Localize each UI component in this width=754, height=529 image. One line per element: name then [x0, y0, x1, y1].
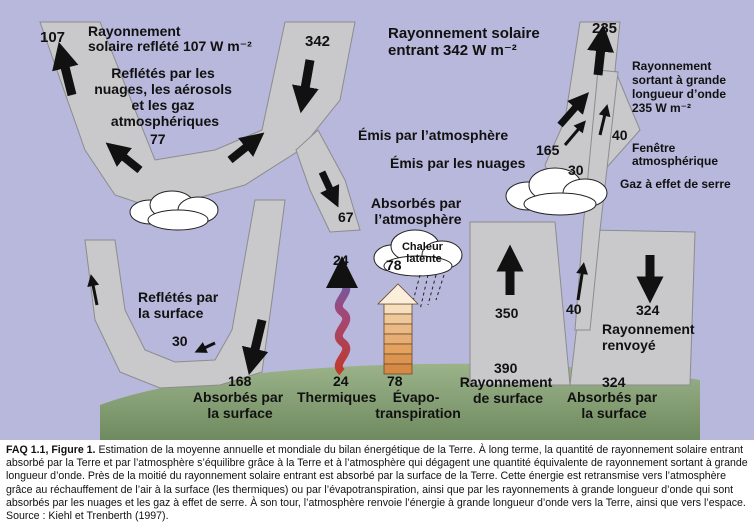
thermals-wave: [326, 256, 358, 376]
value-30-clouds: 30: [568, 162, 584, 178]
cloud-icon-latent: [373, 229, 463, 277]
value-30-surface: 30: [172, 333, 188, 349]
reflected-by-surface-label: Reflétés par la surface: [138, 289, 222, 321]
arrow-icon-emitted-atmosphere: [557, 92, 589, 128]
flow-arrows: [52, 24, 664, 376]
value-40-mid: 40: [566, 301, 582, 317]
absorbed-by-atmosphere-label: Absorbés par l’atmosphère: [371, 195, 465, 227]
value-78-bottom: 78: [387, 373, 403, 389]
arrow-icon-emitted-clouds: [563, 120, 586, 146]
thermals-label: Thermiques: [297, 389, 377, 405]
caption-label: FAQ 1.1, Figure 1.: [6, 444, 96, 456]
arrow-icon-window-mid: [576, 262, 589, 301]
back-radiation-label: Rayonnement renvoyé: [602, 321, 698, 353]
reflected-solar-label: Rayonnement solaire reflété 107 W m⁻²: [88, 23, 252, 54]
flux-values: 107 342 235 77 165 40 30 67 24 78 350 40…: [40, 20, 660, 390]
value-235: 235: [592, 20, 617, 37]
surface-radiation-label: Rayonnement de surface: [460, 374, 556, 406]
arrow-icon-absorbed-67: [318, 170, 340, 208]
value-67: 67: [338, 209, 354, 225]
back-radiation-column: [569, 229, 696, 386]
figure-caption: FAQ 1.1, Figure 1. Estimation de la moye…: [6, 444, 750, 523]
value-342: 342: [305, 33, 330, 50]
incoming-solar-label: Rayonnement solaire entrant 342 W m⁻²: [388, 25, 544, 59]
value-77: 77: [150, 131, 166, 147]
atmospheric-window-label: Fenêtre atmosphérique: [632, 141, 718, 168]
arrow-icon-surface-168: [241, 318, 269, 376]
value-107: 107: [40, 29, 65, 46]
arrow-icon-reflected-107: [52, 41, 79, 97]
value-24-top: 24: [333, 252, 349, 268]
evapotranspiration-label: Évapo- transpiration: [375, 389, 461, 421]
value-390: 390: [494, 360, 518, 376]
emitted-by-clouds-label: Émis par les nuages: [390, 155, 526, 171]
greenhouse-gases-label: Gaz à effet de serre: [620, 177, 731, 191]
arrow-icon-reflected-surface: [87, 274, 100, 306]
value-350: 350: [495, 305, 519, 321]
caption-text: Estimation de la moyenne annuelle et mon…: [6, 444, 748, 523]
arrow-icon-window-40: [598, 104, 611, 136]
value-40-top: 40: [612, 127, 628, 143]
arrow-icon-reflected-clouds-2: [227, 132, 265, 164]
energy-budget-diagram: Rayonnement solaire reflété 107 W m⁻² Re…: [0, 0, 754, 440]
emitted-by-atmosphere-label: Émis par l’atmosphère: [358, 127, 508, 143]
arrow-icon-reflected-surface-2: [194, 341, 216, 353]
value-78-top: 78: [386, 257, 402, 273]
surface-radiation-column: [469, 221, 571, 386]
cloud-icon-left: [129, 190, 219, 231]
value-168: 168: [228, 373, 252, 389]
evapotranspiration-column: [377, 283, 419, 375]
arrow-icon-reflected-clouds-1: [105, 142, 143, 174]
latent-heat-label: Chaleur latente: [402, 241, 446, 265]
value-324-mid: 324: [636, 302, 660, 318]
value-165: 165: [536, 142, 560, 158]
reflected-by-clouds-label: Reflétés par les nuages, les aérosols et…: [94, 65, 236, 129]
value-24-bottom: 24: [333, 373, 349, 389]
value-324-bottom: 324: [602, 374, 626, 390]
cloud-icon-right: [505, 167, 608, 216]
arrow-icon-outgoing-235: [587, 24, 614, 76]
arrow-icon-incoming-342: [292, 59, 319, 114]
absorbed-by-surface-right-label: Absorbés par la surface: [567, 389, 661, 421]
absorbed-by-surface-left-label: Absorbés par la surface: [193, 389, 287, 421]
outgoing-longwave-label: Rayonnement sortant à grande longueur d’…: [632, 59, 729, 115]
